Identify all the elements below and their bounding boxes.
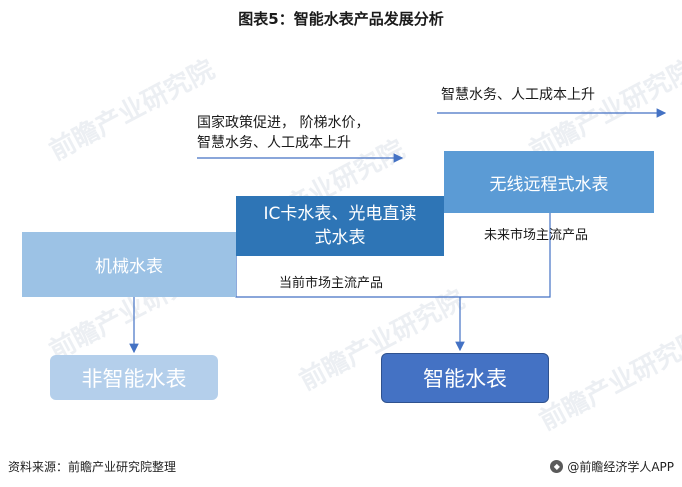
smart-meter-label: 智能水表 (423, 367, 507, 391)
trend-label-1-line1: 国家政策促进， 阶梯水价， (197, 115, 370, 131)
current-mainstream-note: 当前市场主流产品 (279, 276, 384, 291)
brand-logo-icon: ◆ (550, 460, 564, 473)
mechanical-meter-box: 机械水表 (22, 232, 236, 297)
ic-bracket-line (235, 256, 460, 298)
ic-card-meter-label-line1: IC卡水表、光电直读 (263, 204, 417, 224)
brand-footer: ◆ @前瞻经济学人APP (550, 458, 674, 475)
non-smart-meter-label: 非智能水表 (81, 366, 187, 391)
smart-meter-box: 智能水表 (381, 353, 549, 403)
ic-card-meter-box: IC卡水表、光电直读 式水表 (236, 196, 444, 256)
mechanical-meter-label: 机械水表 (95, 257, 163, 277)
source-note: 资料来源：前瞻产业研究院整理 (8, 460, 177, 474)
wireless-remote-meter-label: 无线远程式水表 (489, 174, 609, 195)
brand-footer-label: @前瞻经济学人APP (567, 460, 674, 474)
non-smart-meter-box: 非智能水表 (50, 355, 218, 400)
chart-title: 图表5：智能水表产品发展分析 (238, 10, 444, 28)
wireless-remote-meter-box: 无线远程式水表 (444, 151, 654, 213)
ic-card-meter-label-line2: 式水表 (314, 228, 366, 248)
trend-label-1-line2: 智慧水务、人工成本上升 (197, 135, 351, 151)
future-mainstream-note: 未来市场主流产品 (484, 228, 589, 243)
wireless-bracket-line (460, 213, 551, 298)
trend-label-2: 智慧水务、人工成本上升 (441, 87, 595, 103)
